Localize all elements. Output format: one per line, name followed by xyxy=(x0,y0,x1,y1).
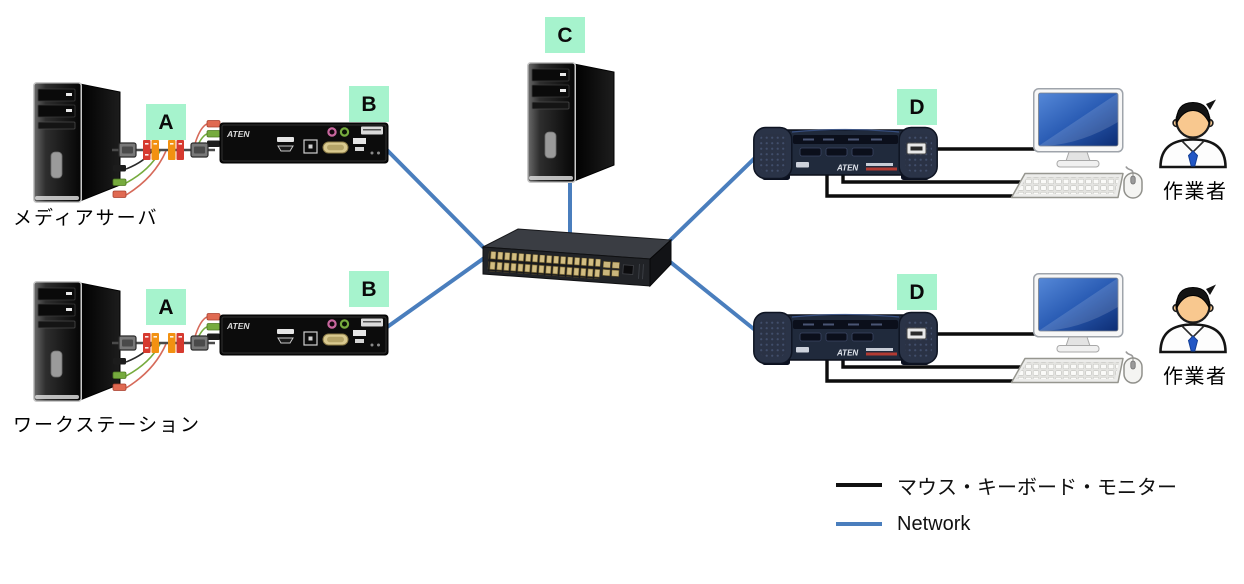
media-server-label: メディアサーバ xyxy=(13,208,159,229)
tag-d-top: D xyxy=(897,89,937,125)
kvm-legend-label: マウス・キーボード・モニター xyxy=(897,476,1177,499)
network-link-tx2-switch xyxy=(381,254,489,332)
mouse-bottom xyxy=(1123,350,1143,384)
keyboard-top xyxy=(1010,172,1124,199)
network-legend-label: Network xyxy=(897,512,971,535)
worker-label-top: 作業者 xyxy=(1163,181,1228,203)
network-switch xyxy=(481,228,673,288)
keyboard-bottom xyxy=(1010,357,1124,384)
worker-label-bottom: 作業者 xyxy=(1163,366,1228,388)
network-link-switch-rx2 xyxy=(657,251,762,336)
tag-b-bottom: B xyxy=(349,271,389,307)
kvm-line-swatch xyxy=(836,483,882,487)
worker-top xyxy=(1159,98,1227,169)
network-links xyxy=(381,144,764,336)
legend: マウス・キーボード・モニター Network xyxy=(836,472,1177,550)
network-link-tx1-switch xyxy=(381,144,489,253)
tag-a-bottom: A xyxy=(146,289,186,325)
monitor-top xyxy=(1033,88,1124,168)
monitor-bottom xyxy=(1033,273,1124,353)
legend-item-network: Network xyxy=(836,511,1177,537)
tag-a-top: A xyxy=(146,104,186,140)
worker-bottom xyxy=(1159,283,1227,354)
switch-port-rows xyxy=(487,251,601,280)
kvm-transmitter-bottom xyxy=(218,313,390,357)
tag-b-top: B xyxy=(349,86,389,122)
switch-uplink-port xyxy=(622,264,634,275)
tag-c: C xyxy=(545,17,585,53)
kvm-cable-bottom xyxy=(110,312,222,392)
workstation-label: ワークステーション xyxy=(13,415,202,436)
server-c-tower xyxy=(527,62,615,183)
mouse-top xyxy=(1123,165,1143,199)
kvm-receiver-bottom xyxy=(753,311,938,366)
legend-item-kvm: マウス・キーボード・モニター xyxy=(836,472,1177,499)
network-line-swatch xyxy=(836,522,882,526)
workstation-tower xyxy=(33,281,121,402)
network-link-switch-rx1 xyxy=(657,149,764,253)
kvm-receiver-top xyxy=(753,126,938,181)
media-server-tower xyxy=(33,82,121,203)
tag-d-bottom: D xyxy=(897,274,937,310)
kvm-transmitter-top xyxy=(218,121,390,165)
